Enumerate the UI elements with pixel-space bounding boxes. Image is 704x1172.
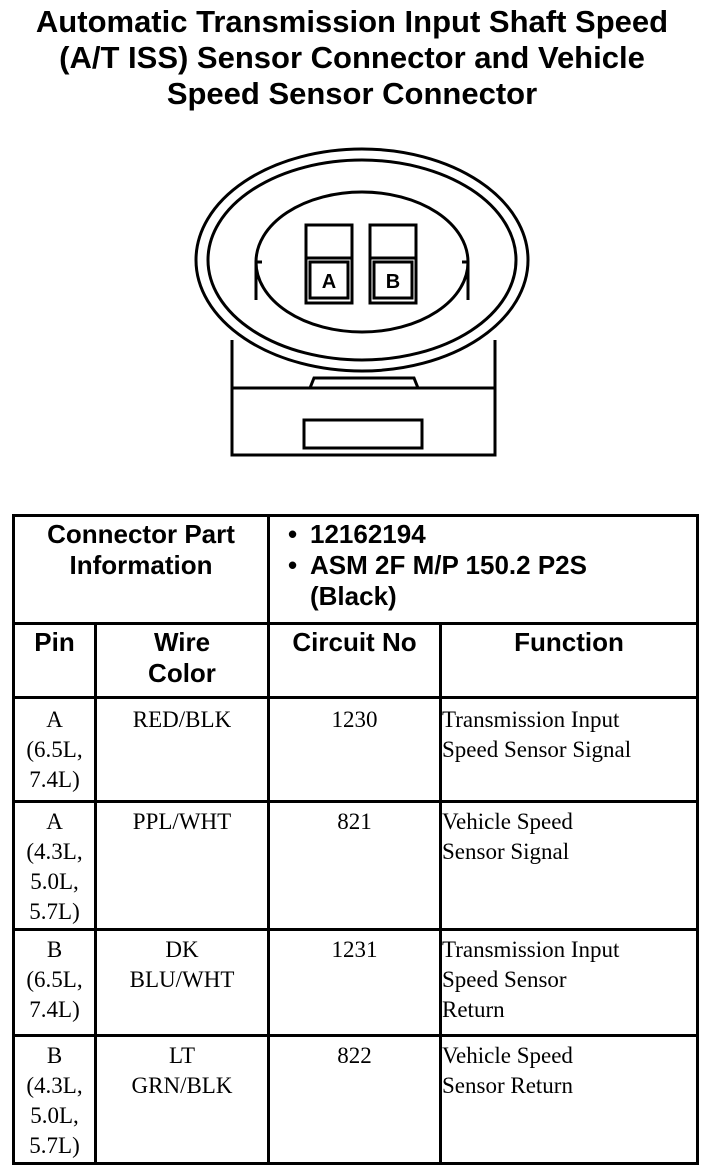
terminal-a-outline (304, 223, 354, 305)
function-cell: Transmission Input Speed Sensor Signal (438, 696, 700, 803)
col-header-circuit-no: Circuit No (267, 622, 442, 699)
col-header-pin: Pin (12, 622, 97, 699)
circuit-cell: 1231 (267, 928, 442, 1037)
title-line-3: Speed Sensor Connector (166, 76, 538, 111)
wire-color-cell: PPL/WHT (94, 800, 270, 931)
pin-cell: B (4.3L, 5.0L, 5.7L) (12, 1034, 97, 1165)
part-description: • ASM 2F M/P 150.2 P2S (Black) (288, 550, 587, 611)
document-title: Automatic Transmission Input Shaft Speed… (0, 4, 704, 112)
connector-table: Connector Part Information • 12162194 • … (12, 514, 700, 1165)
terminal-b-outline (368, 223, 418, 305)
pin-cell: A (6.5L, 7.4L) (12, 696, 97, 803)
table-row: A (6.5L, 7.4L) RED/BLK 1230 Transmission… (12, 696, 700, 803)
table-row: B (4.3L, 5.0L, 5.7L) LT GRN/BLK 822 Vehi… (12, 1034, 700, 1165)
function-cell: Vehicle Speed Sensor Signal (438, 800, 700, 931)
cavity-right-key (462, 260, 470, 300)
wire-color-cell: DK BLU/WHT (94, 928, 270, 1037)
pin-cell: B (6.5L, 7.4L) (12, 928, 97, 1037)
terminal-b-box (372, 260, 414, 300)
table-row: B (6.5L, 7.4L) DK BLU/WHT 1231 Transmiss… (12, 928, 700, 1037)
function-cell: Vehicle Speed Sensor Return (438, 1034, 700, 1165)
part-info-values: • 12162194 • ASM 2F M/P 150.2 P2S (Black… (266, 514, 700, 625)
circuit-cell: 821 (267, 800, 442, 931)
function-cell: Transmission Input Speed Sensor Return (438, 928, 700, 1037)
connector-shroud-inner (206, 158, 518, 362)
circuit-cell: 1230 (267, 696, 442, 803)
table-row: A (4.3L, 5.0L, 5.7L) PPL/WHT 821 Vehicle… (12, 800, 700, 931)
pin-b-label: B (386, 271, 400, 293)
wire-color-cell: LT GRN/BLK (94, 1034, 270, 1165)
col-header-function: Function (438, 622, 700, 699)
pin-cell: A (4.3L, 5.0L, 5.7L) (12, 800, 97, 931)
connector-body-outline (230, 340, 497, 457)
connector-lock-tab (302, 418, 424, 450)
header-row: Pin Wire Color Circuit No Function (12, 622, 700, 699)
part-info-row: Connector Part Information • 12162194 • … (12, 514, 700, 625)
connector-latch-ridge (308, 376, 420, 389)
pin-a-label: A (322, 271, 336, 293)
terminal-a-box (308, 260, 350, 300)
col-header-wire-color: Wire Color (94, 622, 270, 699)
connector-shroud-outer (194, 147, 530, 373)
title-line-2: (A/T ISS) Sensor Connector and Vehicle (59, 40, 645, 75)
connector-diagram: A B (194, 147, 530, 457)
part-number: • 12162194 (288, 519, 426, 549)
title-line-1: Automatic Transmission Input Shaft Speed (35, 4, 669, 39)
cavity-left-key (254, 260, 262, 300)
circuit-cell: 822 (267, 1034, 442, 1165)
part-info-label: Connector Part Information (12, 514, 270, 625)
wire-color-cell: RED/BLK (94, 696, 270, 803)
